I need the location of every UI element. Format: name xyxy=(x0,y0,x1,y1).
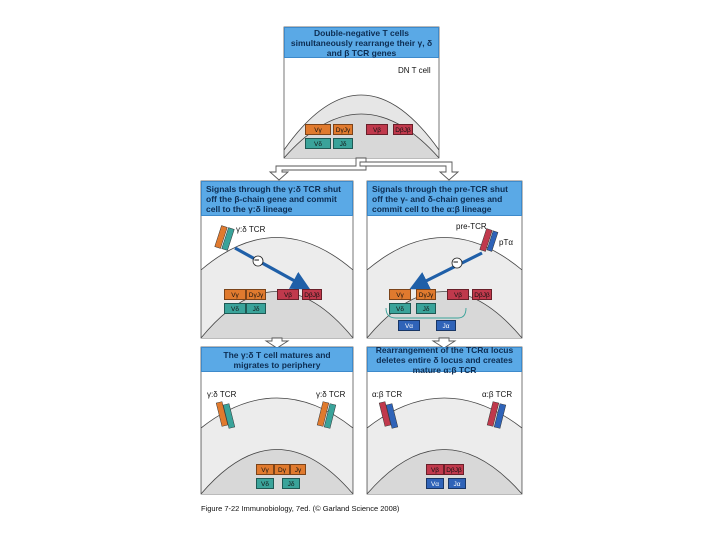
figure-caption: Figure 7-22 Immunobiology, 7ed. (© Garla… xyxy=(201,504,400,513)
mid-right-gamma-j-segment: DγJγ xyxy=(416,289,436,300)
mid-left-gamma-j-segment: DγJγ xyxy=(246,289,266,300)
mid-left-inhibit-symbol: − xyxy=(254,255,260,265)
mid-left-inhibit-circle xyxy=(252,255,264,267)
bot-right-beta-j-segment: DβJβ xyxy=(444,464,464,475)
mid-right-beta-v-segment: Vβ xyxy=(447,289,469,300)
top-gamma-j-segment: DγJγ xyxy=(333,124,353,135)
top-gamma-v-segment: Vγ xyxy=(305,124,331,135)
mid-left-signal-arrow xyxy=(234,246,311,290)
bot-left-header: The γ:δ T cell matures and migrates to p… xyxy=(201,347,353,372)
branch-arrows xyxy=(268,157,460,181)
mid-left-beta-v-segment: Vβ xyxy=(277,289,299,300)
top-beta-j-segment: DβJβ xyxy=(393,124,413,135)
mid-left-beta-j-segment: DβJβ xyxy=(302,289,322,300)
mid-right-delta-j-segment: Jδ xyxy=(416,303,436,314)
mid-left-header: Signals through the γ:δ TCR shut off the… xyxy=(201,181,353,216)
bot-right-receptor-label-left: α:β TCR xyxy=(372,390,403,399)
bot-left-gd-tcr-left xyxy=(215,401,236,429)
top-beta-v-segment: Vβ xyxy=(366,124,388,135)
bot-left-receptor-label-right: γ:δ TCR xyxy=(316,390,346,399)
mid-right-inhibit-symbol: − xyxy=(453,257,459,267)
mid-right-header: Signals through the pre-TCR shut off the… xyxy=(367,181,522,216)
bot-left-delta-j-segment: Jδ xyxy=(282,478,300,489)
top-delta-j-segment: Jδ xyxy=(333,138,353,149)
mid-right-delta-v-segment: Vδ xyxy=(389,303,411,314)
mid-right-alpha-j-segment: Jα xyxy=(436,320,456,331)
bot-right-alpha-v-segment: Vα xyxy=(426,478,444,489)
mid-left-delta-v-segment: Vδ xyxy=(224,303,246,314)
bot-right-ab-tcr-right xyxy=(486,401,507,429)
dn-cell-label: DN T cell xyxy=(398,66,431,75)
top-header: Double-negative T cells simultaneously r… xyxy=(284,27,439,58)
bot-right-ab-tcr-left xyxy=(378,401,399,429)
mid-right-beta-j-segment: DβJβ xyxy=(472,289,492,300)
mid-left-delta-j-segment: Jδ xyxy=(246,303,266,314)
bot-left-delta-v-segment: Vδ xyxy=(256,478,274,489)
mid-left-gd-tcr xyxy=(214,225,235,251)
bot-right-receptor-label-right: α:β TCR xyxy=(482,390,513,399)
bot-left-gamma-v-segment: Vγ xyxy=(256,464,274,475)
mid-right-receptor-label: pre-TCR xyxy=(456,222,487,231)
mid-right-gamma-v-segment: Vγ xyxy=(389,289,411,300)
bot-left-receptor-label-left: γ:δ TCR xyxy=(207,390,237,399)
bot-left-gamma-d-segment: Dγ xyxy=(274,464,290,475)
mid-left-receptor-label: γ:δ TCR xyxy=(236,225,266,234)
mid-right-inhibit-circle xyxy=(451,257,463,269)
mid-left-gamma-v-segment: Vγ xyxy=(224,289,246,300)
mid-right-alpha-v-segment: Vα xyxy=(398,320,420,331)
alpha-locus-bracket xyxy=(385,307,467,319)
mid-right-pre-tcr xyxy=(479,228,499,252)
bot-left-gamma-j-segment: Jγ xyxy=(290,464,306,475)
top-delta-v-segment: Vδ xyxy=(305,138,331,149)
mid-right-ptalpha-label: pTα xyxy=(499,238,513,247)
down-arrows xyxy=(264,337,457,349)
mid-right-signal-arrow xyxy=(409,251,483,290)
bot-right-header: Rearrangement of the TCRα locus deletes … xyxy=(367,345,522,375)
bot-right-alpha-j-segment: Jα xyxy=(448,478,466,489)
bot-right-beta-v-segment: Vβ xyxy=(426,464,444,475)
bot-left-gd-tcr-right xyxy=(316,401,337,429)
